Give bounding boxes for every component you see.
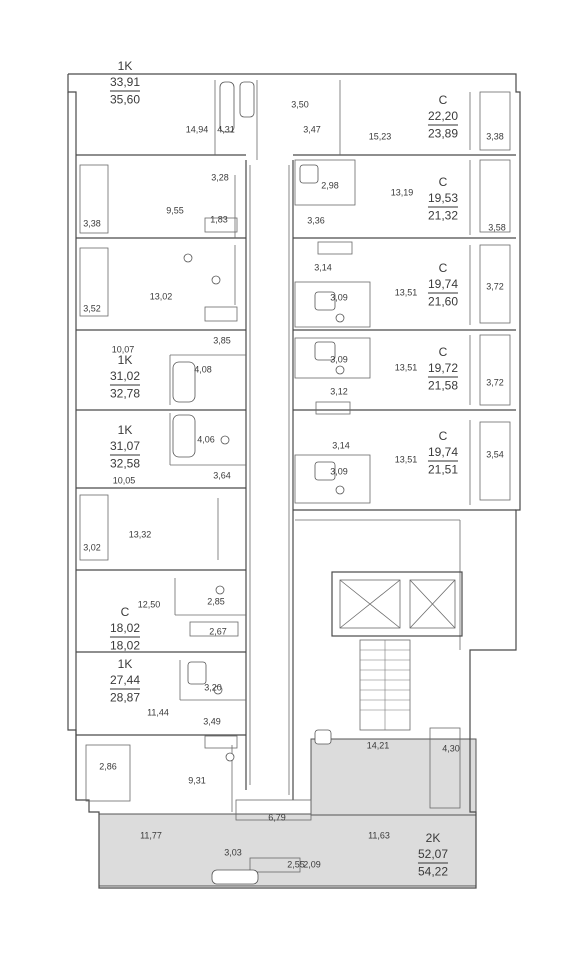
apt-a6-area-total: 32,78 (109, 384, 141, 401)
room-area: 10,07 (111, 344, 135, 355)
room-area: 10,05 (112, 475, 136, 486)
apt-a3-area-total: 21,32 (427, 206, 459, 223)
room-area: 3,09 (330, 466, 348, 477)
room-area: 4,31 (217, 124, 235, 135)
apt-a8-type: C (438, 429, 448, 443)
room-area: 3,09 (330, 354, 348, 365)
room-area: 3,02 (83, 542, 101, 553)
right-units (293, 80, 516, 650)
apt-a1-area: 33,91 (109, 75, 141, 89)
apt-a3-area: 19,53 (427, 191, 459, 205)
room-area: 13,51 (394, 362, 418, 373)
apt-a5-area-total: 21,58 (427, 376, 459, 393)
stair-ticks (189, 217, 353, 873)
room-area: 3,28 (211, 172, 229, 183)
apt-a1-area-total: 35,60 (109, 90, 141, 107)
room-area: 11,63 (368, 830, 390, 841)
room-area: 2,98 (321, 180, 339, 191)
bath-fixtures (172, 81, 345, 885)
room-area: 3,03 (224, 847, 242, 858)
room-area: 9,31 (188, 775, 206, 786)
room-area: 4,06 (197, 434, 215, 445)
room-area: 11,44 (147, 707, 169, 718)
room-area: 3,85 (213, 335, 231, 346)
apt-a1-type: 1K (117, 59, 133, 73)
apt-a5-area: 19,72 (427, 361, 459, 375)
room-area: 11,77 (140, 830, 162, 841)
room-area: 3,52 (83, 303, 101, 314)
apt-a8-area-total: 21,51 (427, 460, 459, 477)
room-area: 14,94 (185, 124, 209, 135)
room-area: 3,14 (314, 262, 332, 273)
room-area: 3,20 (204, 682, 222, 693)
apt-a3-type: C (438, 175, 448, 189)
room-area: 3,14 (332, 440, 350, 451)
room-area: 3,49 (203, 716, 221, 727)
room-area: 15,23 (368, 131, 392, 142)
apt-a9-type: C (120, 605, 130, 619)
room-area: 2,86 (99, 761, 117, 772)
room-area: 3,54 (486, 449, 504, 460)
room-area: 3,36 (307, 215, 325, 226)
apt-a4-area-total: 21,60 (427, 292, 459, 309)
apt-a7-area: 31,07 (109, 439, 141, 453)
main-stair (359, 639, 411, 731)
room-area: 3,09 (330, 292, 348, 303)
room-area: 13,51 (394, 454, 418, 465)
corridor-bottom (235, 799, 312, 821)
room-area: 13,51 (394, 287, 418, 298)
apt-a11-type: 2K (425, 831, 441, 845)
elevators (331, 571, 463, 637)
apt-a9-area-total: 18,02 (109, 636, 141, 653)
room-area: 9,55 (166, 205, 184, 216)
room-area: 3,38 (83, 218, 101, 229)
room-area: 12,50 (137, 599, 161, 610)
apt-a7-area-total: 32,58 (109, 454, 141, 471)
room-area: 13,19 (390, 187, 414, 198)
room-area: 3,12 (330, 386, 348, 397)
apt-a6-area: 31,02 (109, 369, 141, 383)
room-area: 3,72 (486, 377, 504, 388)
room-area: 2,55 (287, 859, 305, 870)
apartment-2k-fill-upper (310, 738, 477, 816)
room-area: 4,08 (194, 364, 212, 375)
apt-a2-area: 22,20 (427, 109, 459, 123)
apt-a10-area: 27,44 (109, 673, 141, 687)
room-area: 13,02 (149, 291, 173, 302)
apt-a9-area: 18,02 (109, 621, 141, 635)
room-area: 6,79 (268, 812, 286, 823)
room-area: 3,38 (486, 131, 504, 142)
apt-a8-area: 19,74 (427, 445, 459, 459)
room-area: 13,32 (128, 529, 152, 540)
left-units (76, 80, 258, 812)
room-area: 3,50 (291, 99, 309, 110)
apt-a10-area-total: 28,87 (109, 688, 141, 705)
apt-a6-type: 1K (117, 353, 133, 367)
room-area: 3,72 (486, 281, 504, 292)
outer-wall-left-step (67, 92, 77, 800)
room-area: 4,30 (442, 743, 460, 754)
apt-a10-type: 1K (117, 657, 133, 671)
apt-a4-area: 19,74 (427, 277, 459, 291)
room-area: 14,21 (366, 740, 390, 751)
apt-a7-type: 1K (117, 423, 133, 437)
room-area: 2,67 (209, 626, 227, 637)
room-area: 2,09 (303, 859, 321, 870)
apt-a2-type: C (438, 93, 448, 107)
apt-a5-type: C (438, 345, 448, 359)
room-area: 3,47 (303, 124, 321, 135)
apt-a11-area-total: 54,22 (417, 862, 449, 879)
room-area: 1,83 (210, 214, 228, 225)
apartment-2k-fill (98, 813, 477, 887)
room-area: 3,64 (213, 470, 231, 481)
room-area: 3,58 (488, 222, 506, 233)
room-area: 2,85 (207, 596, 225, 607)
apt-a4-type: C (438, 261, 448, 275)
apt-a11-area: 52,07 (417, 847, 449, 861)
apt-a2-area-total: 23,89 (427, 124, 459, 141)
balcony-4-30 (429, 727, 461, 809)
